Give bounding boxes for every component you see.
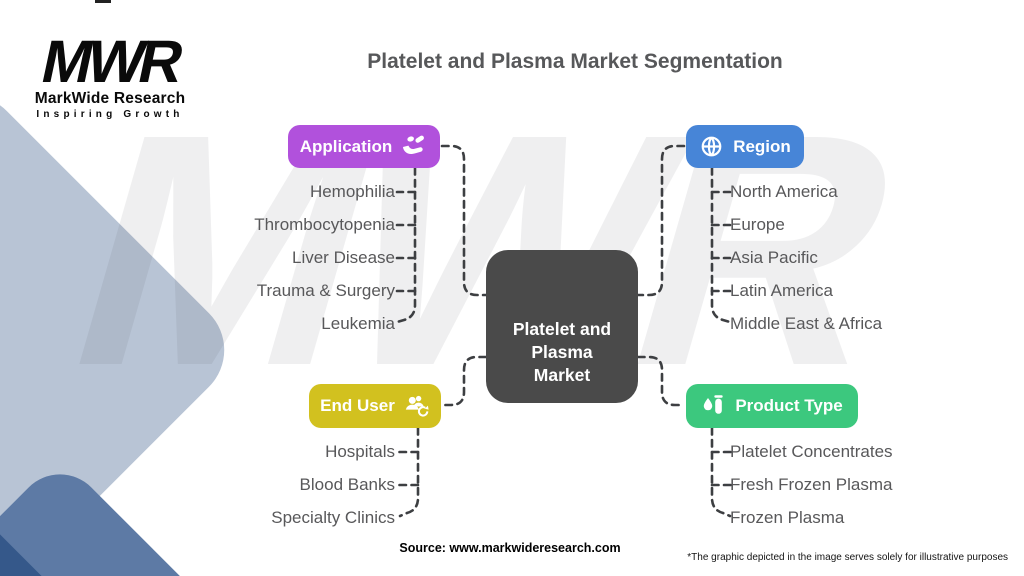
droplet-testtube-icon <box>701 393 726 419</box>
end-user-item: Specialty Clinics <box>271 508 395 527</box>
product-type-item: Fresh Frozen Plasma <box>730 475 893 494</box>
logo-company-name: MarkWide Research <box>34 90 186 107</box>
region-node: Region <box>686 125 804 168</box>
central-label-line: Platelet and <box>512 319 612 339</box>
region-item: Latin America <box>730 281 833 300</box>
product-type-item: Platelet Concentrates <box>730 442 893 461</box>
product-type-node: Product Type <box>686 384 858 428</box>
connector-center-product <box>636 355 686 407</box>
page-title: Platelet and Plasma Market Segmentation <box>367 50 783 73</box>
product-type-item: Frozen Plasma <box>730 508 845 527</box>
region-item: Middle East & Africa <box>730 314 883 333</box>
region-trunk <box>710 166 732 324</box>
end-user-item: Blood Banks <box>299 475 395 494</box>
application-item: Hemophilia <box>309 182 395 201</box>
application-item: Liver Disease <box>292 248 395 267</box>
application-trunk <box>395 166 417 324</box>
connector-application-center <box>440 144 488 297</box>
person-refresh-icon <box>404 394 430 419</box>
end-user-node: End User <box>309 384 441 428</box>
central-label-line: Plasma <box>531 342 593 362</box>
connector-region-center <box>636 144 686 297</box>
product-trunk <box>710 426 732 518</box>
application-node: Application <box>288 125 440 168</box>
region-item: Europe <box>730 215 785 234</box>
product-type-node-label: Product Type <box>735 396 843 415</box>
markwide-logo: MWR MarkWide Research Inspiring Growth <box>28 28 192 120</box>
central-market-node: Platelet and Plasma Market <box>486 250 638 403</box>
source-text: Source: www.markwideresearch.com <box>399 541 621 555</box>
logo-tagline: Inspiring Growth <box>36 109 184 120</box>
application-item: Trauma & Surgery <box>256 281 395 300</box>
region-item: North America <box>730 182 838 201</box>
end-user-item: Hospitals <box>325 442 395 461</box>
enduser-trunk <box>398 426 420 518</box>
application-item: Thrombocytopenia <box>254 215 395 234</box>
application-node-label: Application <box>299 136 393 156</box>
central-label-line: Market <box>533 365 591 385</box>
region-item: Asia Pacific <box>730 248 818 267</box>
application-item: Leukemia <box>321 314 395 333</box>
region-node-label: Region <box>733 136 791 156</box>
top-edge-mark <box>95 0 111 3</box>
connector-center-enduser <box>440 355 488 407</box>
disclaimer-text: *The graphic depicted in the image serve… <box>687 552 1008 563</box>
globe-icon <box>699 134 724 159</box>
hand-pills-icon <box>401 134 428 159</box>
end-user-node-label: End User <box>320 396 395 415</box>
